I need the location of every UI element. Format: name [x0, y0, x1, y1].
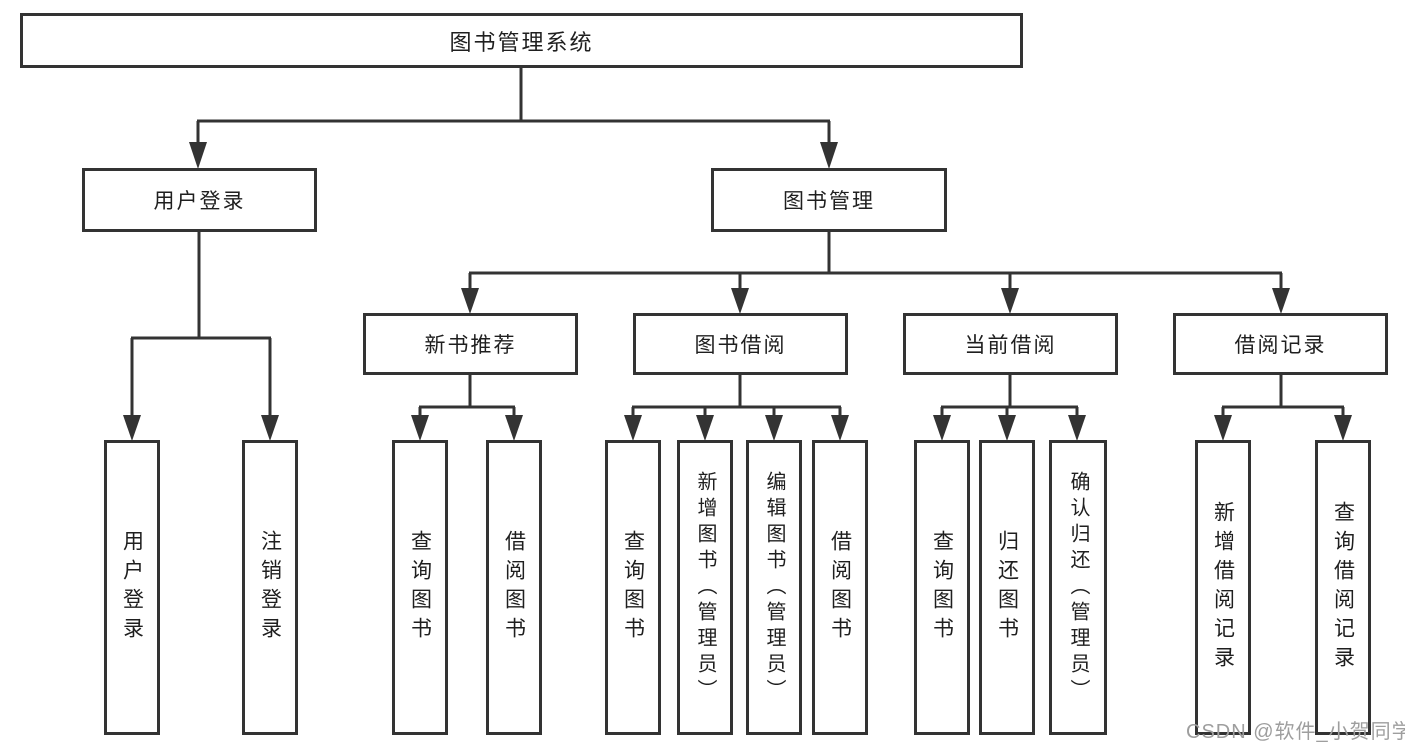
- leaf-query-book-2-label: 查询图书: [621, 529, 645, 646]
- node-new-book-recommend-label: 新书推荐: [424, 334, 517, 357]
- leaf-query-book-3: 查询图书: [914, 440, 970, 735]
- leaf-confirm-return-admin-label: 确认归还（管理员）: [1067, 470, 1089, 705]
- leaf-query-borrow-record: 查询借阅记录: [1315, 440, 1371, 735]
- leaf-edit-book-admin-label: 编辑图书（管理员）: [763, 470, 785, 705]
- leaf-add-book-admin-label: 新增图书（管理员）: [694, 470, 716, 705]
- leaf-logout: 注销登录: [242, 440, 298, 735]
- leaf-query-borrow-record-label: 查询借阅记录: [1331, 500, 1355, 675]
- node-borrow-records-label: 借阅记录: [1234, 334, 1327, 357]
- node-current-borrow: 当前借阅: [903, 313, 1118, 375]
- node-library-system: 图书管理系统: [20, 13, 1023, 68]
- leaf-borrow-book-1-label: 借阅图书: [502, 529, 526, 646]
- leaf-query-book-1: 查询图书: [392, 440, 448, 735]
- leaf-borrow-book-2: 借阅图书: [812, 440, 868, 735]
- leaf-user-login-label: 用户登录: [120, 529, 144, 646]
- leaf-query-book-1-label: 查询图书: [408, 529, 432, 646]
- leaf-return-book: 归还图书: [979, 440, 1035, 735]
- leaf-edit-book-admin: 编辑图书（管理员）: [746, 440, 802, 735]
- node-library-system-label: 图书管理系统: [449, 29, 594, 55]
- node-borrow-records: 借阅记录: [1173, 313, 1388, 375]
- leaf-query-book-3-label: 查询图书: [930, 529, 954, 646]
- node-user-login-label: 用户登录: [153, 190, 246, 213]
- leaf-user-login: 用户登录: [104, 440, 160, 735]
- node-book-borrow-label: 图书借阅: [694, 334, 787, 357]
- leaf-confirm-return-admin: 确认归还（管理员）: [1049, 440, 1107, 735]
- leaf-return-book-label: 归还图书: [995, 529, 1019, 646]
- node-user-login: 用户登录: [82, 168, 317, 232]
- leaf-borrow-book-2-label: 借阅图书: [828, 529, 852, 646]
- node-book-management-label: 图书管理: [783, 190, 875, 213]
- node-new-book-recommend: 新书推荐: [363, 313, 578, 375]
- leaf-logout-label: 注销登录: [258, 529, 282, 646]
- leaf-add-borrow-record: 新增借阅记录: [1195, 440, 1251, 735]
- node-current-borrow-label: 当前借阅: [964, 334, 1057, 357]
- leaf-borrow-book-1: 借阅图书: [486, 440, 542, 735]
- node-book-borrow: 图书借阅: [633, 313, 848, 375]
- csdn-watermark: CSDN @软件_小贺同学: [1186, 721, 1405, 743]
- leaf-query-book-2: 查询图书: [605, 440, 661, 735]
- leaf-add-book-admin: 新增图书（管理员）: [677, 440, 733, 735]
- node-book-management: 图书管理: [711, 168, 947, 232]
- leaf-add-borrow-record-label: 新增借阅记录: [1211, 500, 1235, 675]
